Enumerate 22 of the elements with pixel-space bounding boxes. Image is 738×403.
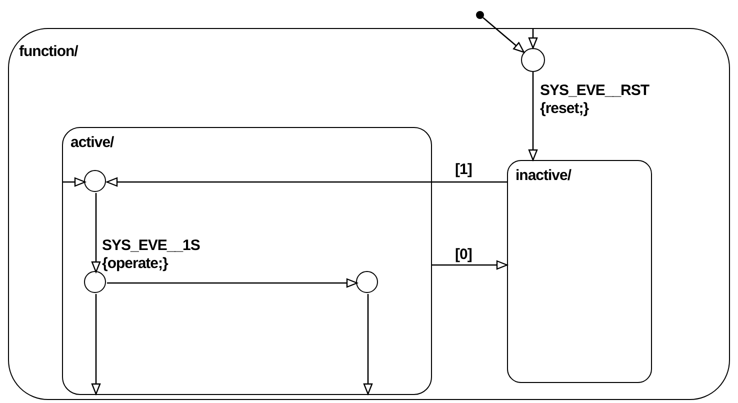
- transition-arrow: [91, 193, 101, 273]
- initial-dot: [476, 11, 484, 19]
- transition-arrow: [91, 294, 101, 395]
- transition-arrow: [106, 177, 507, 187]
- edge-label: SYS_EVE__1S {operate;}: [102, 237, 200, 273]
- transition-arrow: [528, 29, 538, 49]
- edge-label: SYS_EVE__RST {reset;}: [540, 82, 650, 118]
- edge-label: [1]: [455, 161, 472, 179]
- transition-arrow: [107, 278, 358, 288]
- transition-arrow: [528, 72, 538, 161]
- state-name: inactive/: [516, 166, 572, 184]
- transition-arrow: [63, 177, 86, 187]
- junction-circle: [84, 170, 106, 192]
- junction-circle: [356, 271, 378, 293]
- edge-label: [0]: [455, 246, 472, 264]
- state-name: active/: [70, 134, 114, 150]
- transition-arrow: [363, 294, 373, 395]
- transition-arrow: [482, 17, 524, 53]
- transition-arrow: [432, 260, 508, 270]
- state-name: function/: [19, 43, 78, 60]
- junction-circle: [520, 48, 544, 72]
- state-box: [506, 160, 652, 382]
